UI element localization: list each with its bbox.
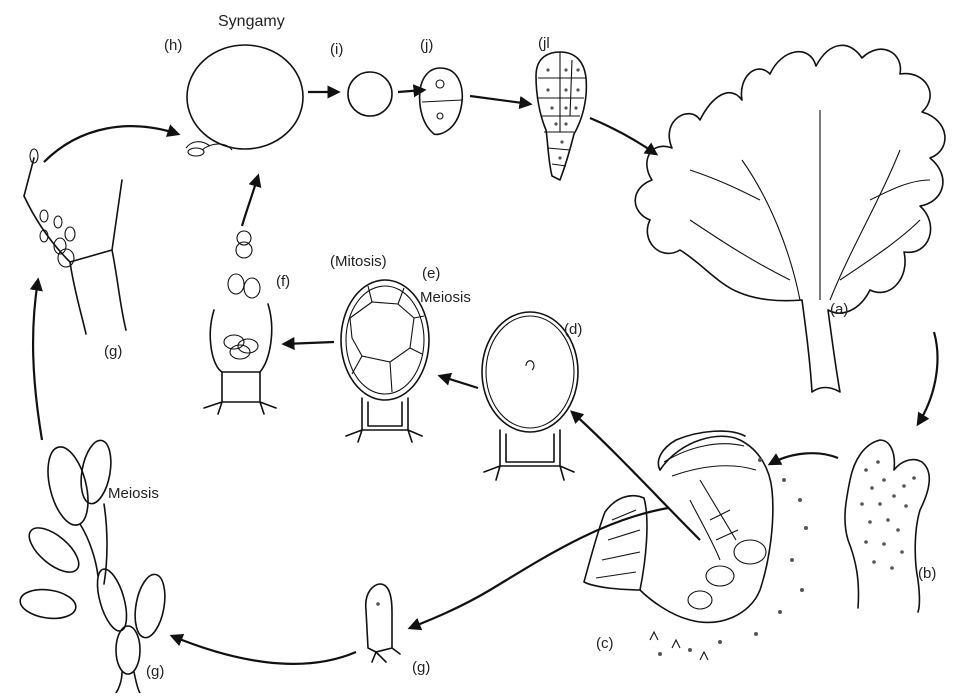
arrow-g-left-to-g-top [33, 280, 42, 440]
cell-i [348, 72, 392, 116]
structure-g-top-left [24, 149, 126, 334]
label-e: (e) [422, 265, 440, 282]
arrow-c-to-g-mid [410, 508, 668, 628]
label-meiosis-left: Meiosis [108, 485, 159, 502]
label-g-bottom-mid: (g) [412, 659, 430, 676]
structure-g-bottom-left [18, 438, 169, 693]
label-d: (d) [564, 321, 582, 338]
arrow-d-to-e [440, 376, 478, 388]
arrow-b-to-conceptacle [770, 453, 838, 464]
arrow-j-to-jl [470, 96, 530, 104]
label-a: (a) [830, 301, 848, 318]
label-j: (j) [420, 37, 433, 54]
arrow-f-to-h [242, 176, 258, 226]
label-g-bottom-left: (g) [146, 663, 164, 680]
thallus-a [635, 45, 945, 392]
label-i: (i) [330, 41, 343, 58]
arrow-jl-to-a [590, 118, 656, 154]
cell-e [341, 280, 429, 442]
label-mitosis: (Mitosis) [330, 253, 387, 270]
cell-f [204, 231, 276, 414]
label-jl: (jl [538, 35, 550, 52]
conceptacle-c [584, 431, 808, 660]
label-g-top-left: (g) [104, 343, 122, 360]
cell-h [186, 45, 303, 156]
cell-j [420, 68, 463, 134]
label-h: (h) [164, 37, 182, 54]
arrow-e-to-f [284, 342, 334, 344]
arrow-g-mid-to-g-left [172, 636, 356, 664]
label-meiosis-center: Meiosis [420, 289, 471, 306]
receptacle-b [845, 440, 929, 612]
label-c: (c) [596, 635, 614, 652]
cell-jl [536, 52, 586, 180]
label-f: (f) [276, 273, 290, 290]
arrow-a-to-b [918, 332, 937, 424]
arrow-g-top-to-h [44, 126, 178, 162]
arrow-c-to-d [572, 412, 700, 540]
structure-g-bottom-mid [366, 584, 400, 662]
cycle-arrows [33, 90, 937, 664]
label-b: (b) [918, 565, 936, 582]
label-syngamy: Syngamy [218, 13, 285, 30]
